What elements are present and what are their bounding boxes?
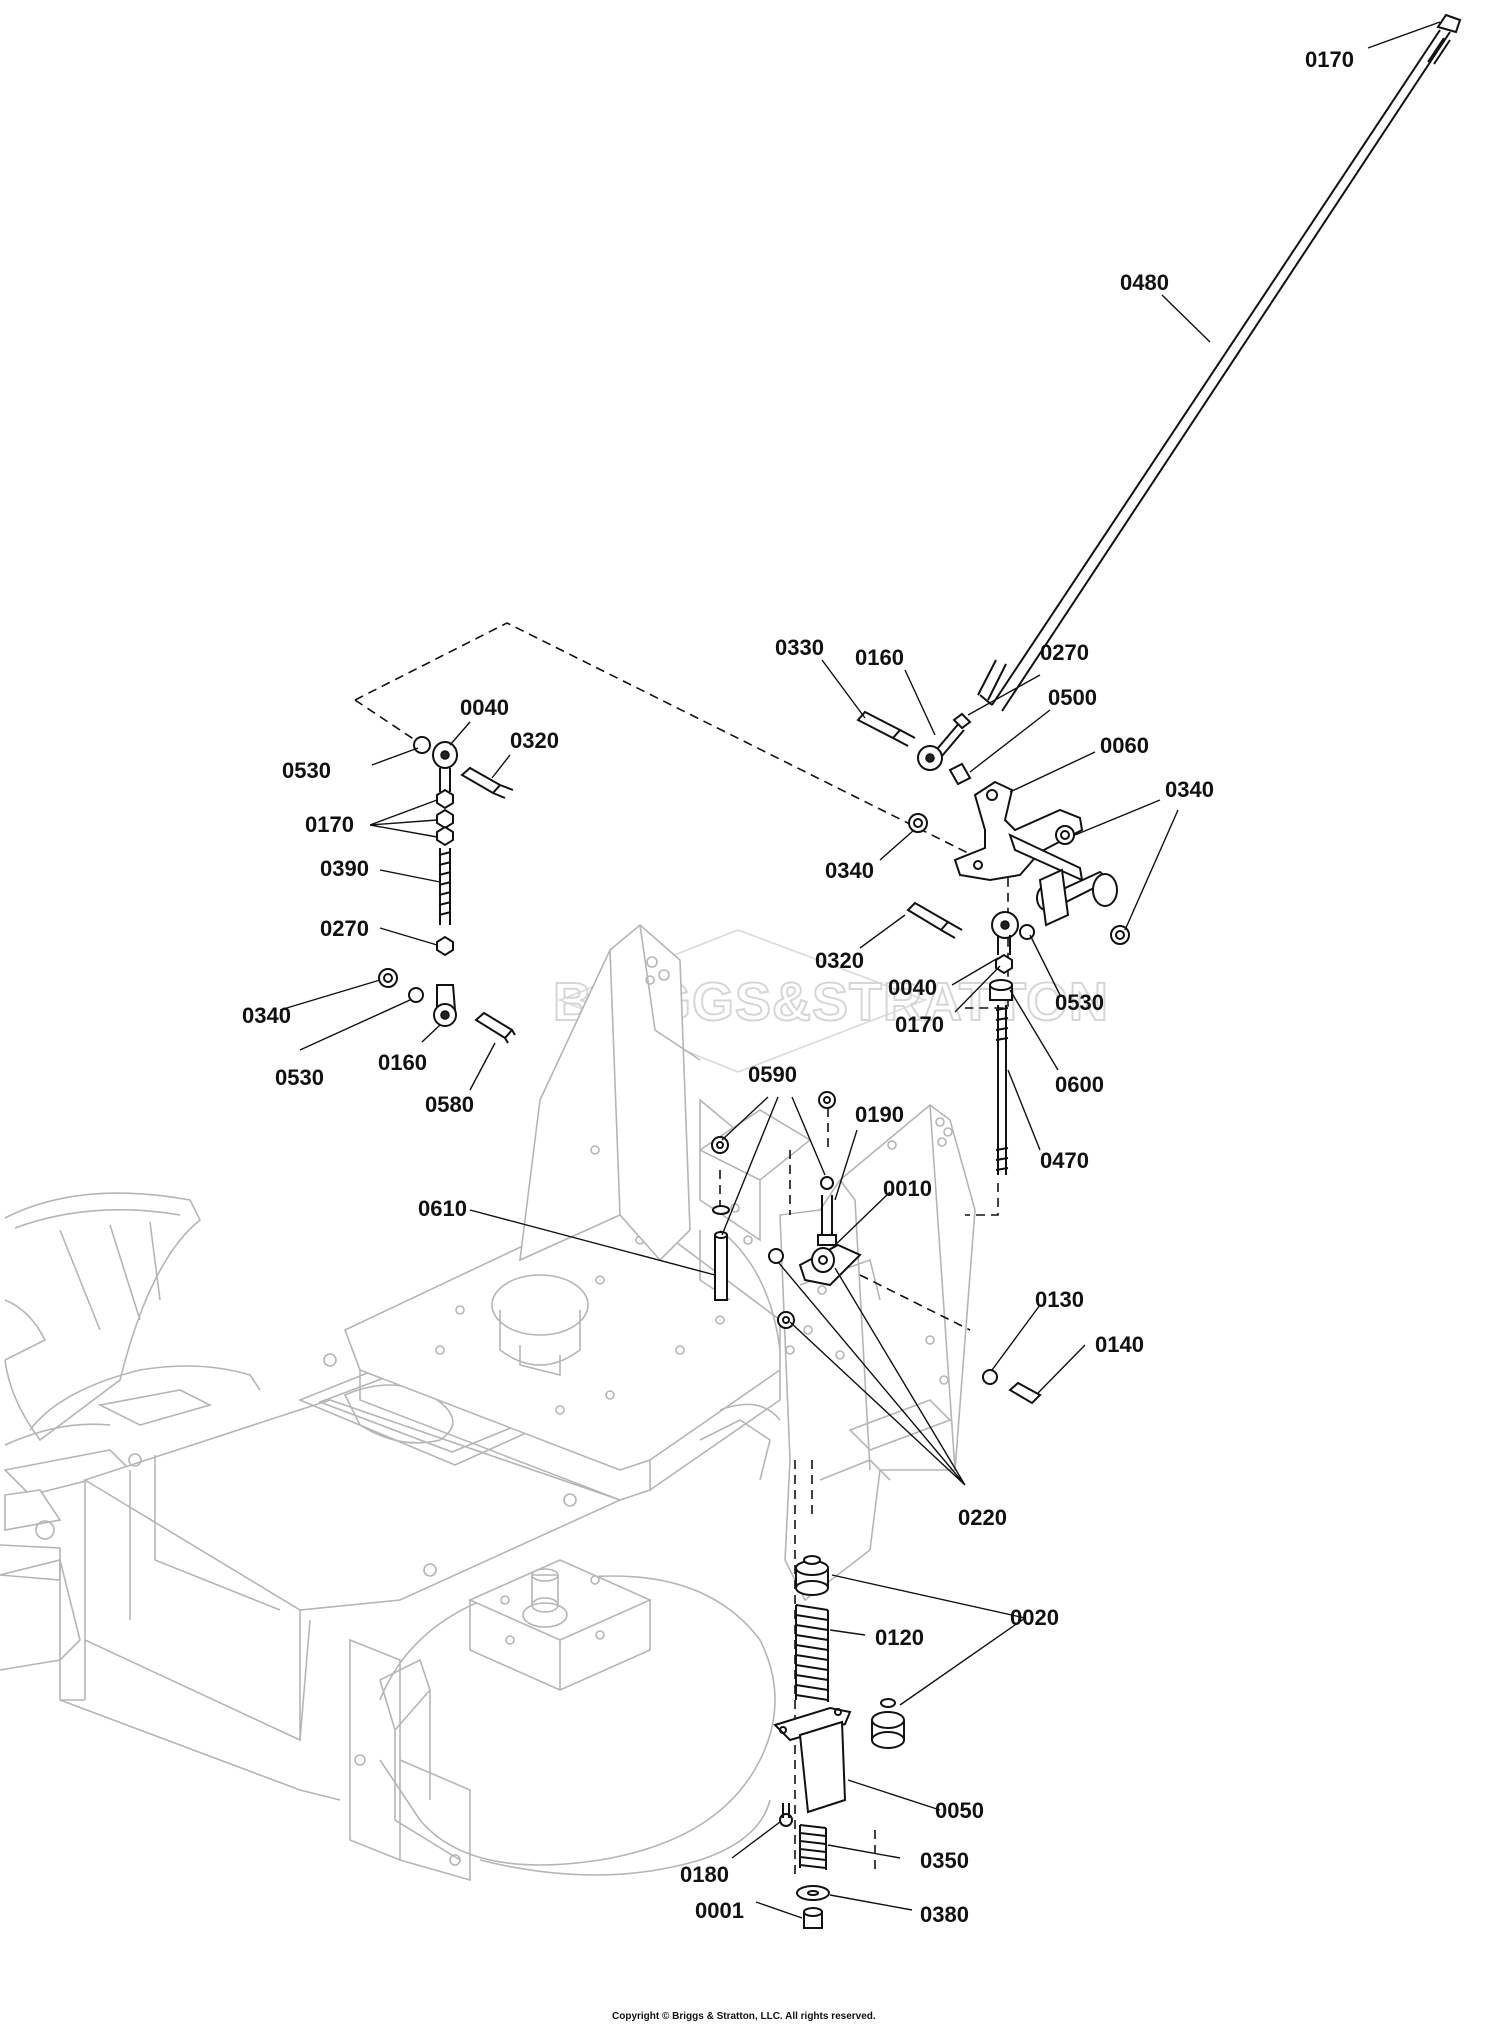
- callout-0610: 0610: [418, 1196, 467, 1221]
- callout-0050: 0050: [935, 1798, 984, 1823]
- callout-0060: 0060: [1100, 733, 1149, 758]
- callout-0040-left: 0040: [460, 695, 509, 720]
- leader-lines: [279, 21, 1441, 1919]
- callout-0380: 0380: [920, 1902, 969, 1927]
- callout-0500: 0500: [1048, 685, 1097, 710]
- callout-0010: 0010: [883, 1176, 932, 1201]
- callout-0330: 0330: [775, 635, 824, 660]
- callout-0170-top: 0170: [1305, 47, 1354, 72]
- callout-0530-right: 0530: [1055, 990, 1104, 1015]
- callout-0160-left: 0160: [378, 1050, 427, 1075]
- spring-bracket-stack: [773, 1555, 905, 1929]
- callout-0190: 0190: [855, 1102, 904, 1127]
- callout-0130: 0130: [1035, 1287, 1084, 1312]
- callout-0390: 0390: [320, 856, 369, 881]
- callout-0590: 0590: [748, 1062, 797, 1087]
- callout-0480: 0480: [1120, 270, 1169, 295]
- callout-0001: 0001: [695, 1898, 744, 1923]
- callout-0180: 0180: [680, 1862, 729, 1887]
- copyright-notice: Copyright © Briggs & Stratton, LLC. All …: [612, 2011, 876, 2022]
- callout-0340-right: 0340: [1165, 777, 1214, 802]
- callout-0040-right: 0040: [888, 975, 937, 1000]
- mower-chassis-drawing: [0, 923, 976, 1882]
- left-linkage-assembly: [378, 736, 516, 1044]
- callout-0170-left: 0170: [305, 812, 354, 837]
- callout-0270-left: 0270: [320, 916, 369, 941]
- callout-0120: 0120: [875, 1625, 924, 1650]
- callout-0340-left: 0340: [242, 1003, 291, 1028]
- callout-labels: 0170 0480 0330 0160 0270 0500 0060 0340 …: [242, 47, 1354, 1927]
- callout-0270-right: 0270: [1040, 640, 1089, 665]
- control-rod-0480: [977, 13, 1462, 712]
- callout-0350: 0350: [920, 1848, 969, 1873]
- callout-0160-right: 0160: [855, 645, 904, 670]
- center-hardware: [711, 1091, 1042, 1405]
- callout-0170-right: 0170: [895, 1012, 944, 1037]
- callout-0600: 0600: [1055, 1072, 1104, 1097]
- right-linkage-assembly: [856, 710, 1130, 1175]
- callout-0220: 0220: [958, 1505, 1007, 1530]
- callout-0530-left-upper: 0530: [282, 758, 331, 783]
- callout-0340-mid: 0340: [825, 858, 874, 883]
- callout-0580: 0580: [425, 1092, 474, 1117]
- callout-0140: 0140: [1095, 1332, 1144, 1357]
- callout-0530-left-lower: 0530: [275, 1065, 324, 1090]
- callout-0320-left: 0320: [510, 728, 559, 753]
- callout-0320-right: 0320: [815, 948, 864, 973]
- callout-0470: 0470: [1040, 1148, 1089, 1173]
- callout-0020: 0020: [1010, 1605, 1059, 1630]
